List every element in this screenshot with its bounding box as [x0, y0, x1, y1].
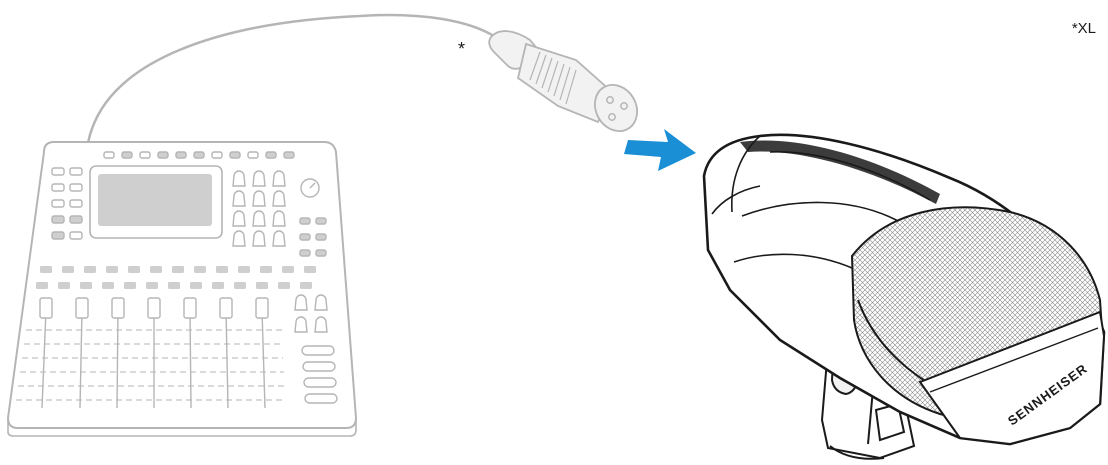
cable: [86, 13, 498, 144]
microphone-icon: SENNHEISER: [702, 133, 1106, 460]
footnote-label: *XL: [1071, 20, 1096, 37]
arrow-right-icon: [624, 129, 696, 171]
xlr-connector-icon: [488, 30, 638, 132]
mixing-console-icon: [6, 141, 358, 437]
cable-marker: *: [458, 39, 465, 59]
